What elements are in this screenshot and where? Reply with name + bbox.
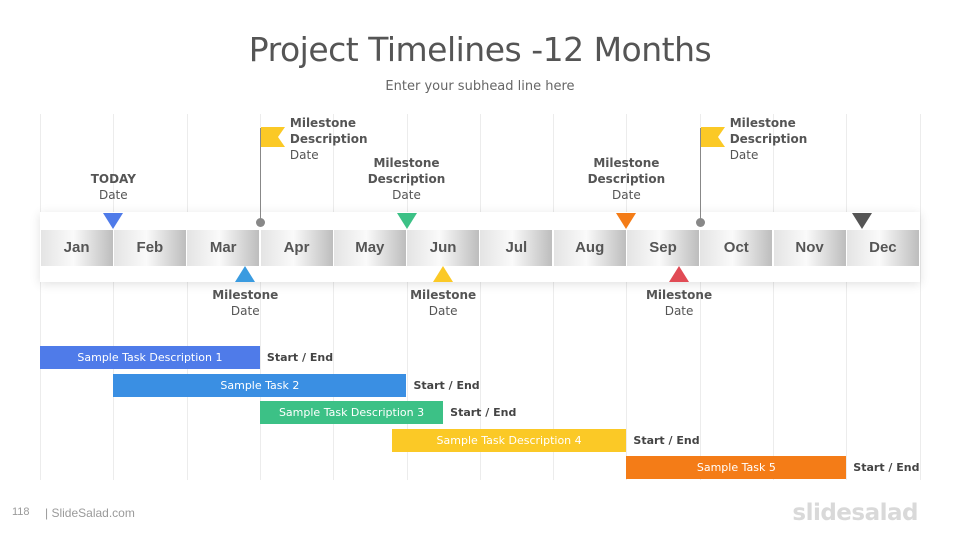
task-start-end-label: Start / End — [633, 433, 700, 447]
slidesalad-logo: slidesalad — [792, 500, 918, 526]
month-cell-mar: Mar — [187, 230, 260, 266]
milestone-date: Date — [98, 188, 128, 202]
triangle-down-marker — [616, 213, 637, 229]
task-start-end-label: Start / End — [450, 406, 517, 419]
milestone-title: Milestone — [410, 288, 477, 302]
gridline — [407, 114, 408, 480]
milestone-date: Date — [230, 304, 260, 318]
task-bar: Sample Task Description 1 — [40, 346, 260, 369]
milestone-title: Milestone Description — [729, 116, 808, 146]
month-cell-feb: Feb — [113, 230, 186, 266]
triangle-up-marker — [669, 266, 690, 282]
gridline — [920, 114, 921, 480]
flag-icon — [700, 127, 725, 147]
flag-icon — [260, 127, 285, 147]
timeline-band — [40, 212, 920, 282]
flag-pole-base — [695, 218, 705, 227]
page-subtitle: Enter your subhead line here — [385, 79, 575, 94]
flag-pole — [259, 128, 261, 222]
milestone-date: Date — [289, 148, 319, 162]
month-cell-oct: Oct — [700, 230, 773, 266]
month-cell-dec: Dec — [846, 230, 919, 266]
task-bar: Sample Task Description 4 — [391, 428, 627, 452]
month-cell-aug: Aug — [553, 230, 626, 266]
milestone-label-above: TODAY Date — [58, 171, 168, 203]
milestone-date: Date — [392, 188, 421, 202]
month-cell-nov: Nov — [773, 230, 846, 266]
gridline — [40, 114, 41, 480]
milestone-title: TODAY — [90, 172, 136, 186]
milestone-title: Milestone — [212, 288, 279, 302]
milestone-title: Milestone — [645, 288, 713, 302]
footer-brand: | SlideSalad.com — [45, 506, 135, 520]
flag-pole-base — [255, 218, 265, 227]
triangle-up-marker — [235, 266, 256, 282]
gridline — [260, 114, 261, 480]
gridline — [626, 114, 627, 480]
gridline — [846, 114, 847, 480]
flag-pole — [699, 128, 701, 222]
triangle-down-marker — [103, 213, 124, 229]
gridline — [700, 114, 701, 480]
month-cell-jan: Jan — [40, 230, 113, 266]
milestone-date: Date — [664, 304, 694, 318]
page-title: Project Timelines -12 Months — [248, 30, 712, 69]
milestone-title: Milestone Description — [587, 156, 666, 186]
milestone-date: Date — [729, 148, 759, 162]
month-cell-sep: Sep — [627, 230, 699, 266]
gridline — [333, 114, 334, 480]
gridline — [553, 114, 554, 480]
month-cell-apr: Apr — [260, 230, 333, 266]
month-cell-may: May — [333, 230, 406, 266]
gridline — [113, 114, 114, 480]
task-start-end-label: Start / End — [266, 351, 334, 364]
month-cell-jul: Jul — [480, 230, 553, 266]
page-number: 118 — [12, 506, 30, 518]
triangle-down-marker — [396, 213, 417, 229]
milestone-date: Date — [428, 304, 458, 318]
task-bar: Sample Task 5 — [626, 456, 847, 479]
gridline — [773, 114, 774, 480]
gridline — [480, 114, 481, 480]
milestone-date: Date — [612, 188, 641, 202]
triangle-down-marker — [852, 213, 873, 229]
month-cell-jun: Jun — [407, 230, 480, 266]
milestone-title: Milestone Description — [289, 116, 368, 146]
task-start-end-label: Start / End — [853, 461, 920, 474]
triangle-up-marker — [433, 266, 454, 282]
gridline — [187, 114, 188, 480]
task-bar: Sample Task Description 3 — [259, 401, 444, 424]
task-bar: Sample Task 2 — [113, 373, 407, 397]
milestone-title: Milestone Description — [367, 156, 446, 186]
task-start-end-label: Start / End — [413, 378, 480, 392]
